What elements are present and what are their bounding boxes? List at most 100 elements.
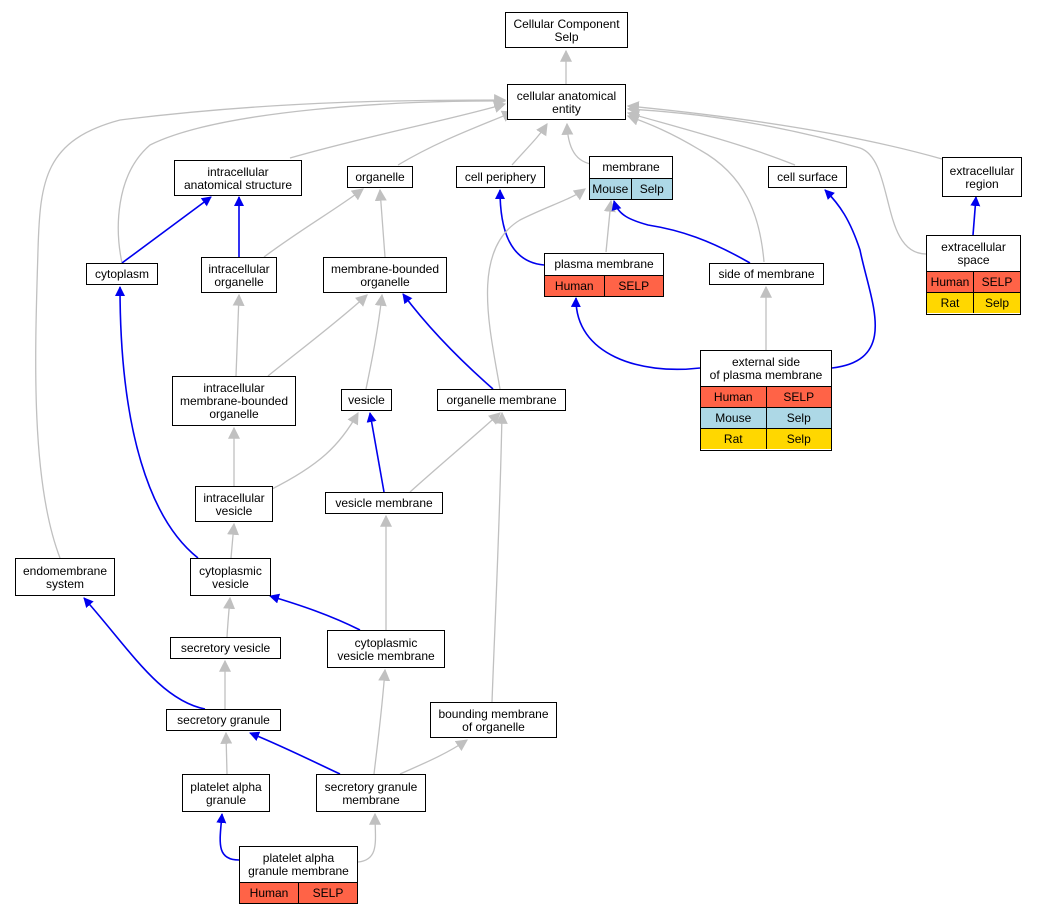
edge-ecspace-to-ecregion: [970, 196, 981, 236]
node-label-line: organelle: [214, 274, 264, 289]
node-label-line: space: [957, 252, 990, 267]
node-label-line: entity: [552, 101, 581, 116]
node-label-line: organelle: [360, 274, 410, 289]
species-cell: Human: [545, 276, 604, 296]
node-sideofmem[interactable]: side of membrane: [709, 263, 824, 285]
species-cell: Human: [927, 272, 973, 292]
node-label-line: platelet alpha: [190, 779, 262, 794]
node-vesicle[interactable]: vesicle: [341, 389, 392, 411]
node-label-line: granule: [205, 792, 247, 807]
node-vesmem[interactable]: vesicle membrane: [325, 492, 443, 514]
node-label-line: secretory granule: [324, 779, 418, 794]
species-cell: Rat: [927, 293, 973, 313]
node-secgran[interactable]: secretory granule: [166, 709, 281, 731]
node-label: membrane: [590, 157, 672, 178]
node-orgmem[interactable]: organelle membrane: [437, 389, 566, 411]
edge-sideofmem-to-cae: [626, 114, 765, 263]
edge-sideofmem-to-membrane: [611, 200, 751, 264]
edge-orgmem-to-mbo: [402, 293, 494, 390]
edge-extside-to-cellsurf: [824, 189, 877, 369]
edge-extside-to-plasmamem: [570, 297, 701, 371]
edge-platgranmem-to-secgranmem: [357, 812, 382, 863]
node-organelle[interactable]: organelle: [347, 166, 413, 188]
node-label: vesicle membrane: [326, 493, 442, 514]
node-label: cell surface: [769, 167, 846, 188]
edge-ecregion-to-cae: [626, 101, 943, 160]
node-cellperiph[interactable]: cell periphery: [456, 166, 545, 188]
edge-endomem-to-cae: [35, 94, 507, 559]
node-label-line: vesicle: [212, 576, 249, 591]
edge-plasmamem-to-cellperiph: [495, 189, 545, 266]
node-label-line: cell surface: [777, 170, 838, 184]
node-label-line: of organelle: [462, 719, 525, 734]
node-label-line: organelle: [355, 170, 405, 184]
species-cell: SELP: [765, 387, 831, 407]
node-cytoplasm[interactable]: cytoplasm: [86, 263, 158, 285]
edge-ecspace-to-cae: [626, 103, 927, 255]
node-label: organelle: [348, 167, 412, 188]
species-cell: SELP: [298, 883, 357, 903]
edge-plasmamem-to-membrane: [603, 199, 616, 253]
node-label-line: vesicle membrane: [337, 648, 435, 663]
node-secves[interactable]: secretory vesicle: [170, 637, 281, 659]
edge-vesmem-to-vesicle: [366, 412, 385, 493]
species-cell: Human: [701, 387, 766, 407]
node-label-line: vesicle membrane: [335, 496, 433, 510]
node-label: secretory granule: [167, 710, 280, 731]
species-cell: Selp: [765, 429, 831, 449]
edge-layer: [35, 49, 981, 863]
species-cell: SELP: [603, 276, 663, 296]
species-cell: Mouse: [590, 179, 631, 199]
edge-secves-to-cytoves: [223, 596, 236, 638]
node-label-line: intracellular: [203, 381, 265, 395]
edge-platgran-to-secgran: [220, 731, 233, 775]
edge-secgranmem-to-boundmem: [399, 739, 468, 775]
node-label-line: vesicle: [348, 393, 385, 407]
edge-orgmem-to-membrane: [486, 188, 586, 390]
edge-vesicle-to-mbo: [365, 293, 387, 390]
node-label-line: membrane-bounded: [179, 394, 289, 408]
node-cellsurf[interactable]: cell surface: [768, 166, 847, 188]
node-label-line: organelle membrane: [446, 393, 557, 407]
edge-cellsurf-to-cae: [626, 110, 796, 166]
node-label-line: membrane-bounded: [330, 261, 440, 276]
node-label: vesicle: [342, 390, 391, 411]
species-cell: Human: [240, 883, 298, 903]
edge-cytoplasm-to-ias: [121, 196, 212, 264]
node-label-line: vesicle: [215, 503, 253, 518]
